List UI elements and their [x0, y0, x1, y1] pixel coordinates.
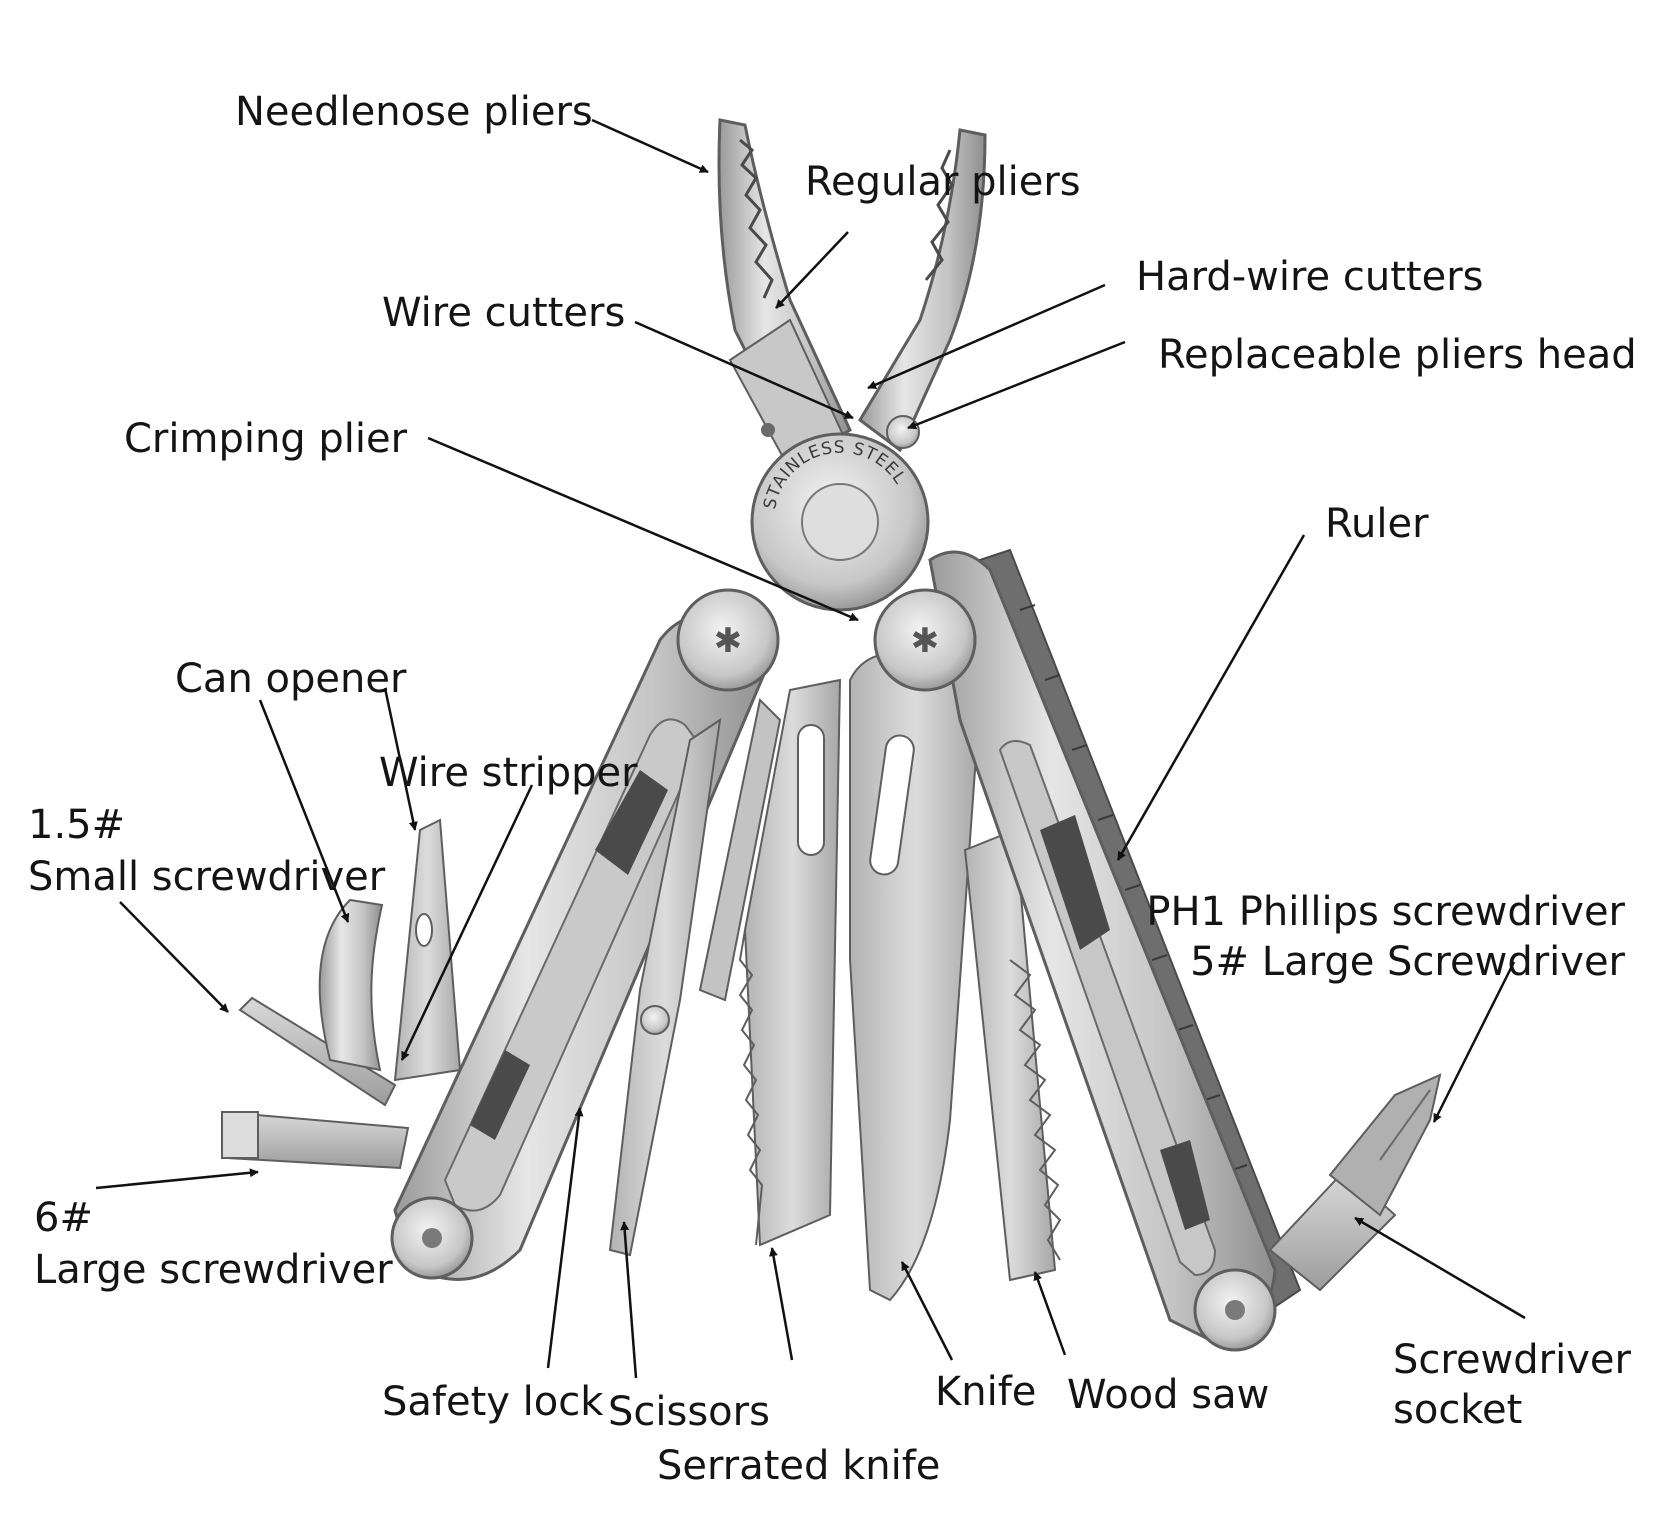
label-large-screwdriver-5: 5# Large Screwdriver [1190, 939, 1625, 985]
arrow-scissors [620, 1221, 638, 1379]
arrow-wire-stripper [400, 784, 534, 1061]
label-scissors: Scissors [608, 1389, 770, 1435]
arrow-can-opener [258, 699, 350, 923]
label-wire-cutters: Wire cutters [382, 290, 626, 336]
arrow-replaceable-pliers-head [907, 340, 1126, 430]
arrow-serrated-knife [768, 1247, 794, 1361]
small-screwdriver-blade [238, 996, 397, 1107]
label-screwdriver-socket-line1: Screwdriver [1393, 1337, 1631, 1383]
arrow-wood-saw [1033, 1271, 1067, 1356]
serrated-knife-blade [738, 678, 842, 1247]
left-handle [390, 613, 772, 1281]
label-replaceable-pliers-head: Replaceable pliers head [1158, 332, 1637, 378]
arrow-large-screwdriver-6 [95, 1168, 259, 1190]
label-wood-saw: Wood saw [1067, 1372, 1270, 1418]
arrow-hard-wire-cutters [867, 283, 1106, 390]
label-regular-pliers: Regular pliers [805, 159, 1081, 205]
arrow-safety-lock [546, 1107, 584, 1369]
label-screwdriver-socket-line2: socket [1393, 1387, 1523, 1433]
wood-saw-blade [963, 828, 1062, 1282]
arrow-wire-cutters [634, 320, 854, 420]
arrow-needlenose-pliers [591, 118, 709, 174]
scissors-blades [608, 697, 782, 1257]
arrow-phillips-screwdriver [1432, 961, 1516, 1123]
arrow-small-screwdriver [119, 901, 229, 1013]
arrow-regular-pliers [775, 231, 849, 309]
arrow-screwdriver-socket [1354, 1216, 1526, 1320]
central-pivot: STAINLESS STEEL [750, 432, 930, 612]
leader-arrows [95, 118, 1526, 1379]
pivot-screws: ✱ ✱ [676, 588, 977, 692]
label-large-screwdriver-6: Large screwdriver [34, 1247, 393, 1293]
label-can-opener: Can opener [175, 656, 407, 702]
label-ruler: Ruler [1325, 501, 1429, 547]
arrow-crimping-plier [427, 436, 859, 622]
label-needlenose-pliers: Needlenose pliers [235, 89, 593, 135]
can-opener-blade [318, 898, 384, 1072]
label-knife: Knife [935, 1369, 1037, 1415]
label-crimping-plier: Crimping plier [124, 416, 408, 462]
svg-text:✱: ✱ [714, 621, 743, 661]
label-hard-wire-cutters: Hard-wire cutters [1136, 254, 1484, 300]
svg-text:✱: ✱ [911, 621, 940, 661]
screwdriver-socket [1268, 1073, 1442, 1292]
label-serrated-knife: Serrated knife [657, 1443, 941, 1489]
label-small-screwdriver: Small screwdriver [28, 854, 386, 900]
knife-blade [849, 652, 982, 1302]
label-small-screwdriver-size: 1.5# [28, 802, 126, 848]
wire-stripper-blade [393, 818, 462, 1082]
large-screwdriver-6-blade [220, 1110, 410, 1170]
label-safety-lock: Safety lock [382, 1379, 604, 1425]
arrow-knife [900, 1261, 954, 1361]
arrow-wire-stripper-top [383, 687, 418, 831]
label-wire-stripper: Wire stripper [379, 750, 638, 796]
label-phillips-screwdriver: PH1 Phillips screwdriver [1146, 889, 1625, 935]
right-handle [928, 548, 1302, 1352]
arrow-ruler [1116, 534, 1306, 861]
label-large-screwdriver-6-size: 6# [34, 1195, 93, 1241]
